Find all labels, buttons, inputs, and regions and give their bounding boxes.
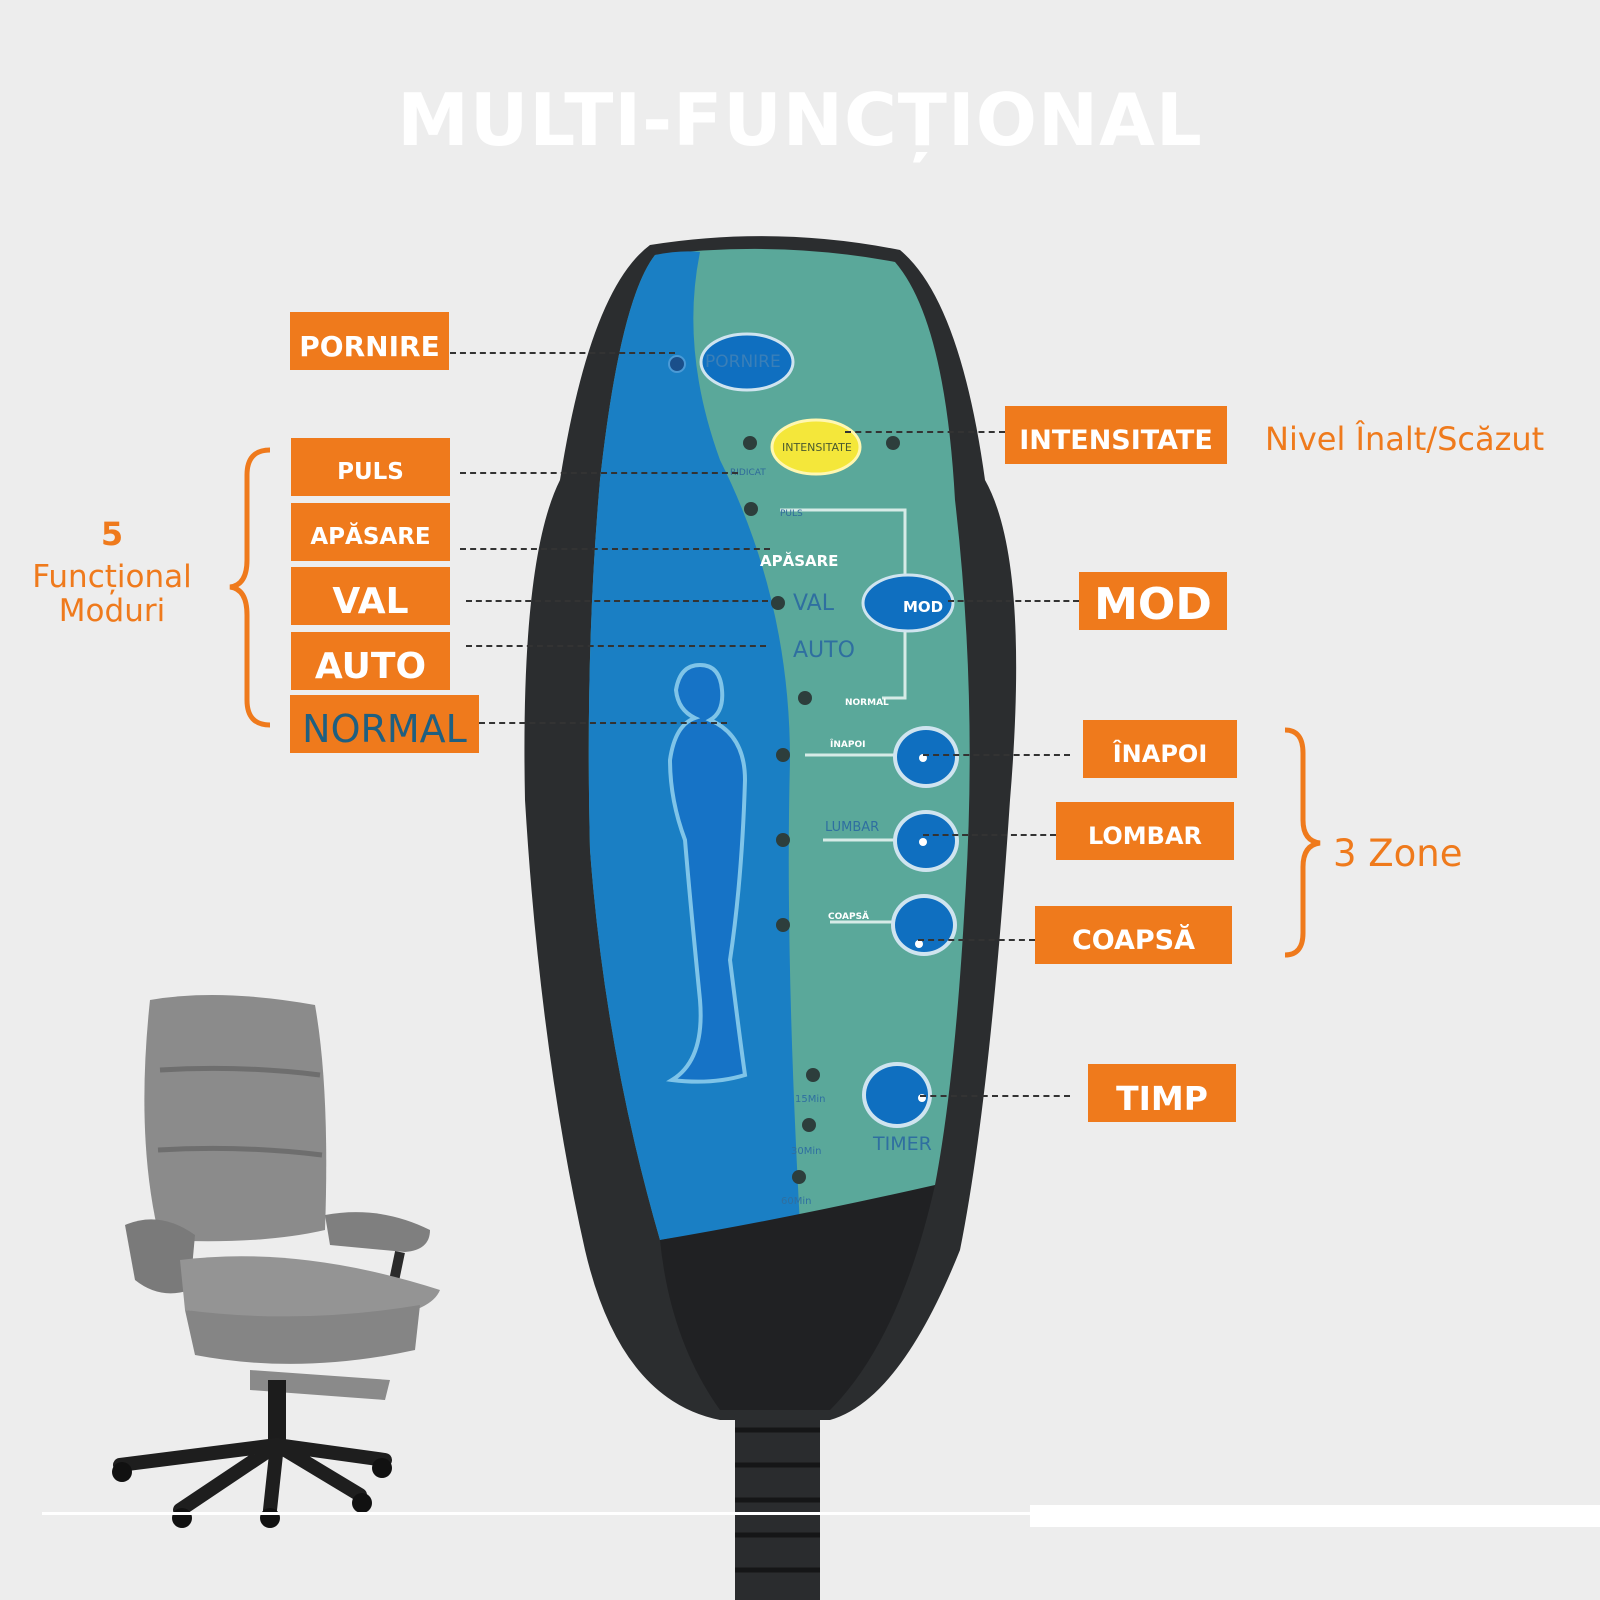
- floor-line: [42, 1512, 1032, 1515]
- tag-val: VAL: [291, 567, 450, 625]
- zones-note: 3 Zone: [1333, 832, 1463, 875]
- raised-led: [743, 436, 757, 450]
- remote-label-intensity: INTENSITATE: [782, 441, 852, 454]
- remote-label-timer: TIMER: [873, 1133, 932, 1155]
- lumbar-led: [776, 833, 790, 847]
- power-button-shape: [699, 332, 795, 392]
- tag-auto: AUTO: [291, 632, 450, 690]
- normal-led: [798, 691, 812, 705]
- tag-mod: MOD: [1079, 572, 1227, 630]
- remote-label-30min: 30Min: [791, 1146, 822, 1157]
- leader-timp: [920, 1095, 1070, 1097]
- remote-label-coapsa: COAPSĂ: [828, 912, 870, 922]
- tag-lombar: LOMBAR: [1056, 802, 1234, 860]
- timer-button[interactable]: [862, 1062, 932, 1128]
- leader-normal: [479, 722, 727, 724]
- intensity-button-shape: [770, 418, 862, 476]
- modes-line2: Moduri: [58, 593, 166, 629]
- floor-line-right: [1030, 1505, 1600, 1527]
- power-led: [668, 355, 686, 373]
- leader-coapsa: [918, 939, 1035, 941]
- right-brace: [1284, 727, 1321, 958]
- page-title: MULTI-FUNCȚIONAL: [397, 78, 1203, 162]
- remote-label-puls: PULS: [780, 509, 803, 519]
- leader-lombar: [923, 834, 1056, 836]
- coapsa-button[interactable]: [891, 894, 957, 956]
- tag-coapsa: COAPSĂ: [1035, 906, 1232, 964]
- val-led: [771, 596, 785, 610]
- leader-val: [466, 600, 768, 602]
- body-silhouette: [666, 662, 748, 1084]
- puls-led: [744, 502, 758, 516]
- remote-label-normal: NORMAL: [845, 698, 889, 708]
- remote-label-val: VAL: [793, 591, 834, 616]
- remote-label-mod: MOD: [903, 598, 944, 616]
- modes-count: 5: [100, 515, 124, 553]
- tag-timp: TIMP: [1088, 1064, 1236, 1122]
- tag-intensitate: INTENSITATE: [1005, 406, 1227, 464]
- leader-auto: [466, 645, 766, 647]
- remote-label-inapoi: ÎNAPOI: [830, 740, 866, 750]
- inapoi-button[interactable]: [893, 726, 959, 788]
- timer-15-led: [806, 1068, 820, 1082]
- remote-label-power: PORNIRE: [705, 352, 781, 372]
- left-brace: [229, 447, 271, 728]
- leader-pornire: [450, 352, 675, 354]
- remote-label-15min: 15Min: [795, 1094, 826, 1105]
- leader-inapoi: [923, 754, 1070, 756]
- timer-60-led: [792, 1170, 806, 1184]
- coapsa-led: [776, 918, 790, 932]
- inapoi-led: [776, 748, 790, 762]
- leader-puls: [460, 472, 738, 474]
- lumbar-button[interactable]: [893, 810, 959, 872]
- tag-normal: NORMAL: [290, 695, 479, 753]
- remote-label-60min: 60Min: [781, 1196, 812, 1207]
- leader-intensitate: [845, 431, 1005, 433]
- modes-line1: Funcțional: [32, 559, 192, 595]
- low-led: [886, 436, 900, 450]
- remote-label-raised: RIDICAT: [730, 468, 766, 478]
- leader-mod: [948, 600, 1079, 602]
- leader-apasare: [460, 548, 770, 550]
- office-chair-image: [112, 995, 440, 1528]
- tag-puls: PULS: [291, 438, 450, 496]
- timer-30-led: [802, 1118, 816, 1132]
- tag-apasare: APĂSARE: [291, 503, 450, 561]
- mode-button-shape: [861, 573, 955, 633]
- remote-label-auto: AUTO: [793, 638, 855, 663]
- tag-pornire: PORNIRE: [290, 312, 449, 370]
- remote-label-lumbar: LUMBAR: [825, 820, 880, 835]
- tag-inapoi: ÎNAPOI: [1083, 720, 1237, 778]
- remote-label-apasare: APĂSARE: [760, 552, 839, 570]
- level-note: Nivel Înalt/Scăzut: [1265, 420, 1545, 458]
